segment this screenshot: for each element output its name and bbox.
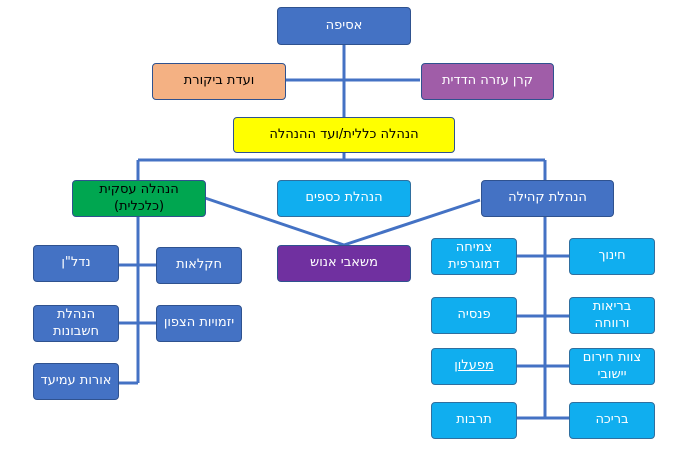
node-pool: בריכה	[569, 402, 655, 439]
node-northern-ventures: יזמויות הצפון	[156, 305, 242, 342]
node-finance-management: הנהלת כספים	[277, 180, 411, 217]
node-asifa: אסיפה	[277, 7, 411, 45]
node-real-estate: נדל"ן	[33, 245, 119, 282]
node-business-management: הנהלה עסקית (כלכלית)	[72, 180, 206, 217]
node-audit-committee: ועדת ביקורת	[152, 63, 286, 100]
node-culture: תרבות	[431, 402, 517, 439]
node-education: חינוך	[569, 238, 655, 275]
node-community-management: הנהלת קהילה	[481, 180, 614, 217]
node-agriculture: חקלאות	[156, 247, 242, 284]
node-factory: מפעלון	[431, 348, 517, 385]
node-general-management: הנהלה כללית/ועד ההנהלה	[233, 117, 455, 153]
node-orot-amiad: אורות עמיעד	[33, 363, 119, 400]
node-demographic-growth: צמיחה דמוגרפית	[431, 238, 517, 275]
node-accounting: הנהלת חשבונות	[33, 305, 119, 342]
node-mutual-aid-fund: קרן עזרה הדדית	[421, 63, 554, 100]
node-health-welfare: בריאות ורווחה	[569, 297, 655, 334]
node-human-resources: משאבי אנוש	[277, 245, 411, 282]
node-emergency-team: צוות חירום יישובי	[569, 348, 655, 385]
node-pension: פנסיה	[431, 297, 517, 334]
